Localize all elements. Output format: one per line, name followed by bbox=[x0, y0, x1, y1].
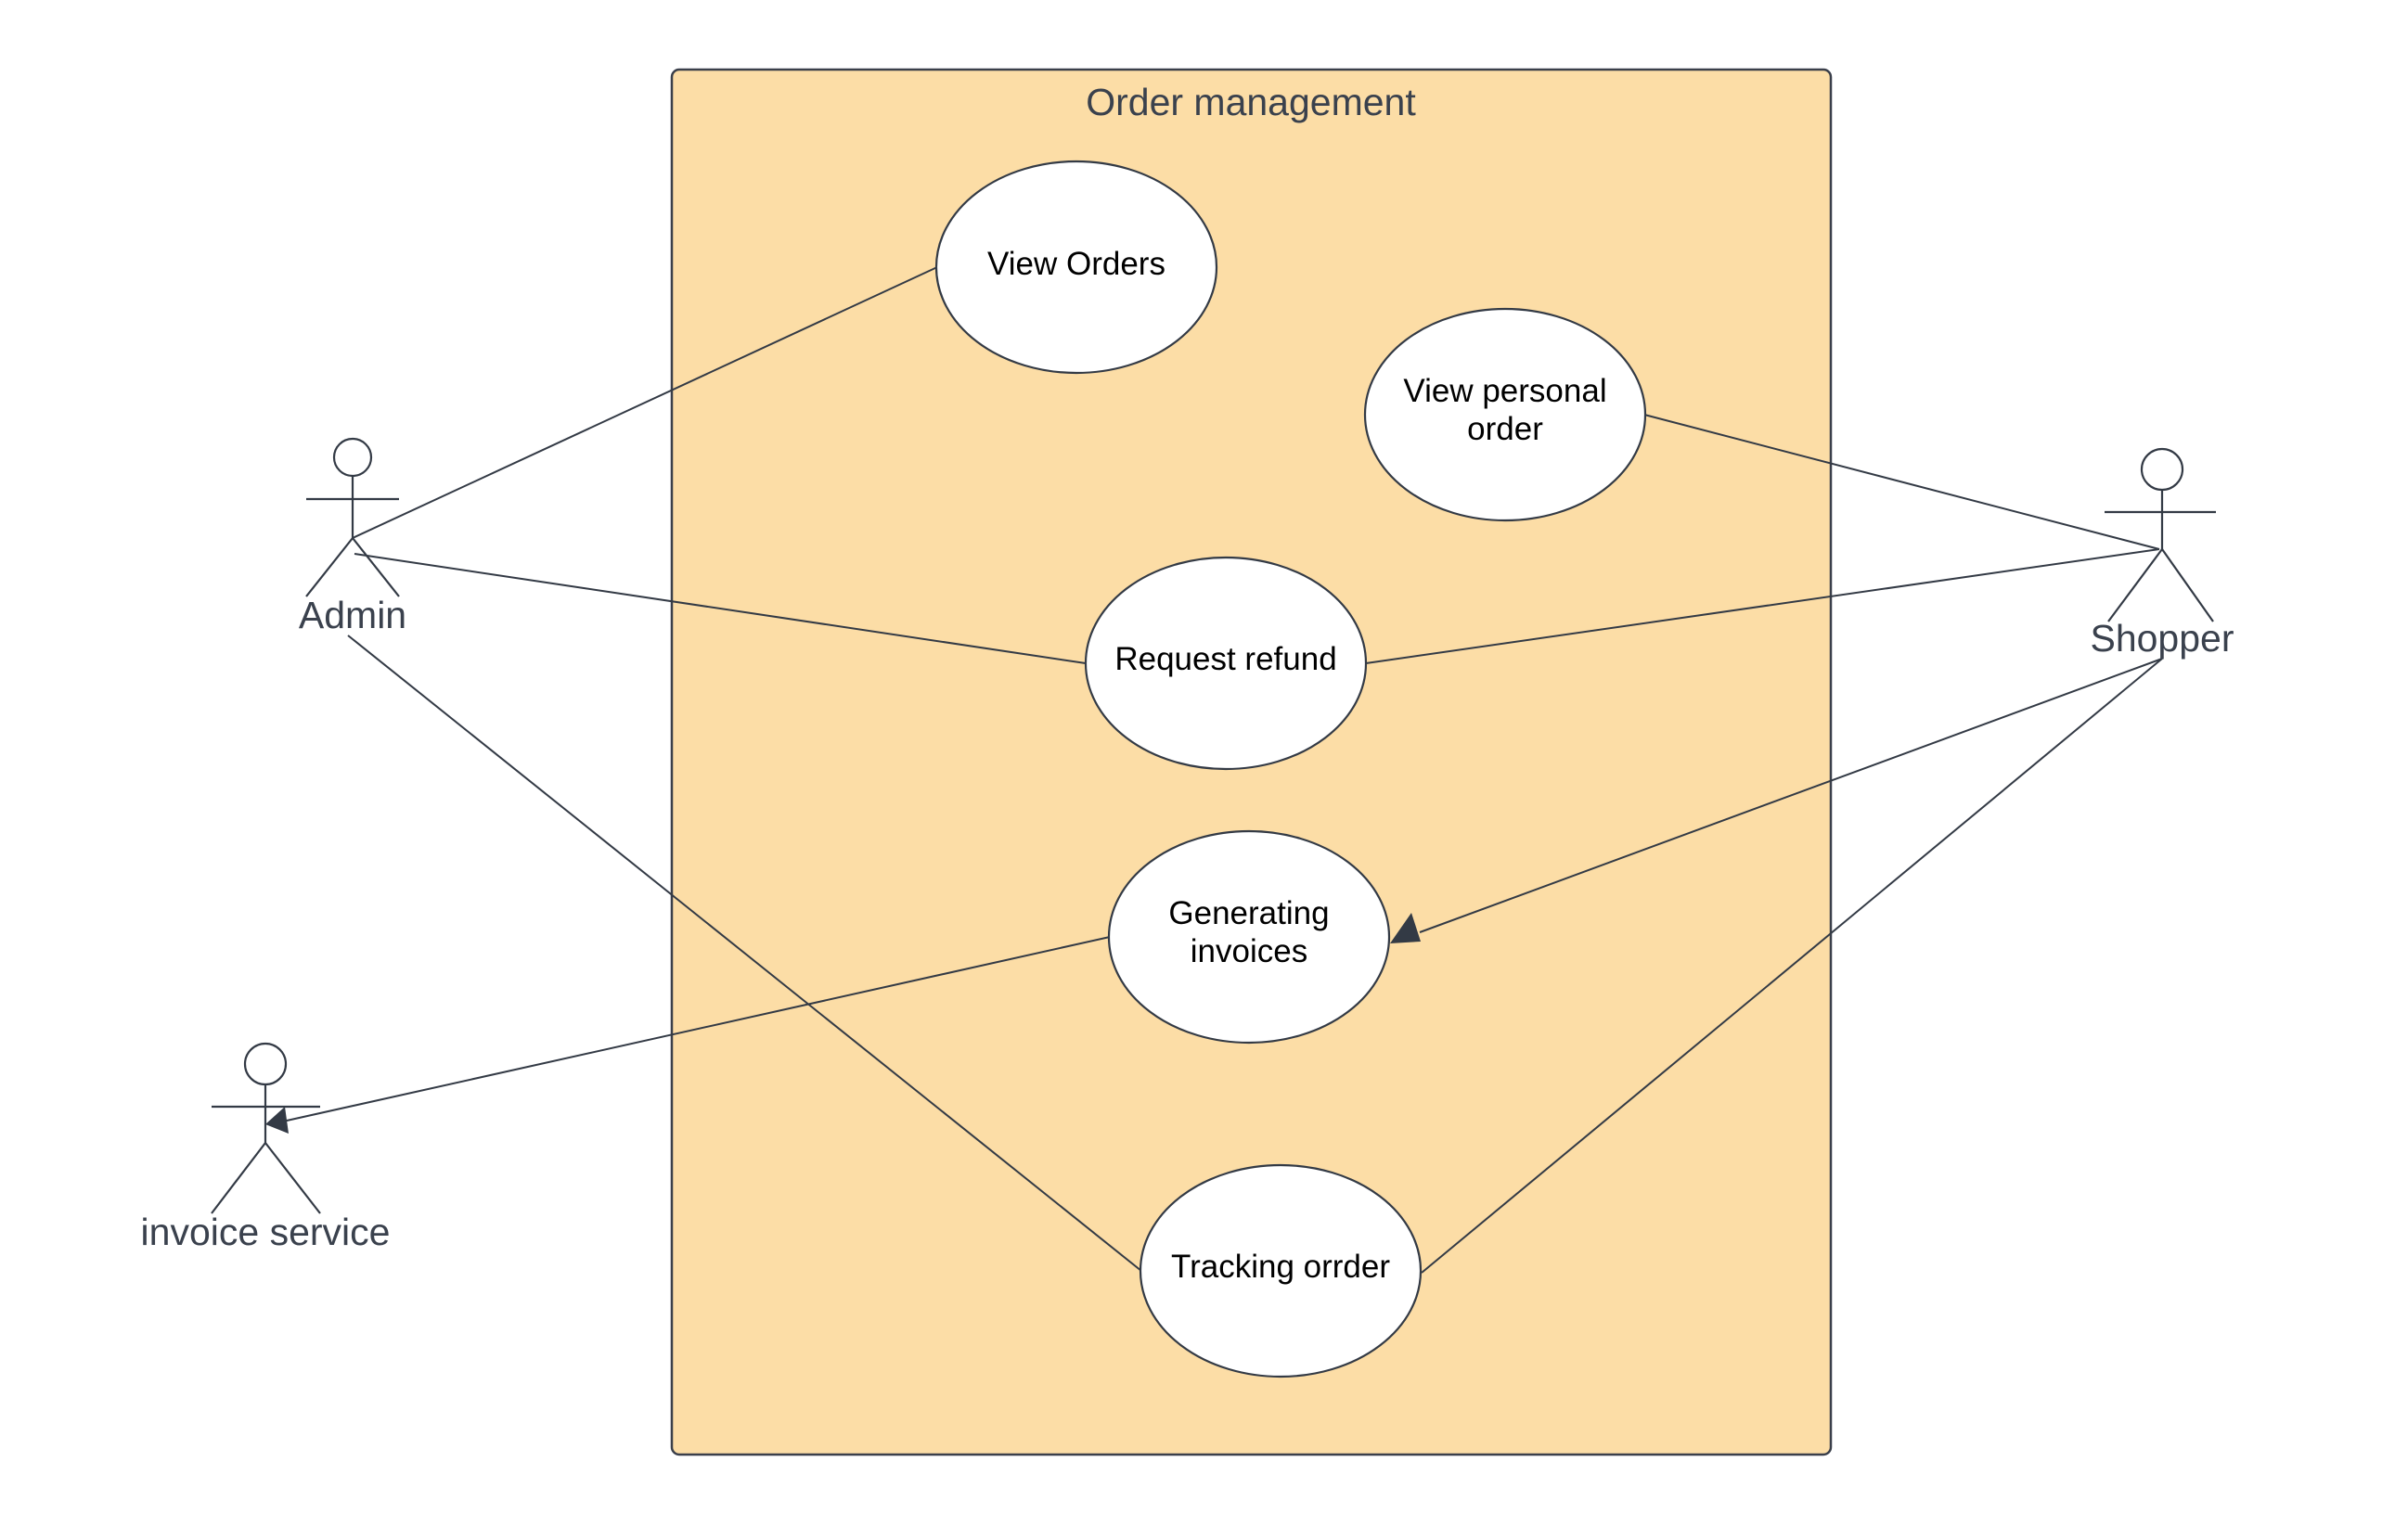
use-case-generating-invoices[interactable]: Generating invoices bbox=[1107, 829, 1391, 1045]
use-case-label: View Orders bbox=[987, 246, 1165, 282]
use-case-ellipse bbox=[1084, 556, 1368, 771]
use-case-ellipse bbox=[1107, 829, 1391, 1045]
use-case-label-line-1: View personal bbox=[1403, 373, 1606, 409]
actor-right-leg bbox=[264, 1142, 321, 1214]
actor-head bbox=[243, 1042, 288, 1086]
actor-label: Shopper bbox=[2090, 617, 2234, 660]
actor-label: invoice service bbox=[141, 1211, 391, 1253]
use-case-ellipse bbox=[934, 160, 1218, 375]
assoc-admin-view-orders[interactable] bbox=[352, 266, 938, 539]
use-case-view-orders[interactable]: View Orders bbox=[934, 160, 1218, 375]
actor-invoice-service[interactable]: invoice service bbox=[141, 1042, 391, 1253]
assoc-shopper-view-personal-order[interactable] bbox=[1643, 414, 2160, 550]
actor-head bbox=[332, 437, 373, 478]
actor-left-leg bbox=[305, 537, 354, 597]
actor-head bbox=[2140, 447, 2184, 492]
system-title: Order management bbox=[1086, 81, 1416, 123]
assoc-shopper-request-refund[interactable] bbox=[1365, 548, 2160, 664]
assoc-shopper-tracking-order[interactable] bbox=[1421, 658, 2163, 1274]
use-case-label-line-2: order bbox=[1467, 411, 1543, 447]
actor-left-leg bbox=[2107, 548, 2163, 622]
actor-shopper[interactable]: Shopper bbox=[2090, 447, 2234, 660]
assoc-shopper-generating-invoices[interactable] bbox=[1419, 658, 2163, 933]
use-case-label-line-2: invoices bbox=[1191, 933, 1307, 969]
assoc-admin-request-refund[interactable] bbox=[354, 553, 1087, 664]
use-case-ellipse bbox=[1363, 307, 1647, 522]
use-case-label-line-1: Generating bbox=[1168, 895, 1329, 931]
arrow-head-generating-invoices bbox=[1390, 913, 1421, 943]
actor-left-leg bbox=[211, 1142, 266, 1214]
use-case-ellipse bbox=[1139, 1163, 1423, 1378]
actor-label: Admin bbox=[299, 594, 406, 636]
use-case-label: Request refund bbox=[1114, 641, 1336, 677]
arrow-head-invoice-service bbox=[265, 1107, 289, 1134]
associations bbox=[265, 266, 2163, 1274]
use-case-view-personal-order[interactable]: View personal order bbox=[1363, 307, 1647, 522]
actor-admin[interactable]: Admin bbox=[299, 437, 406, 636]
actor-right-leg bbox=[352, 537, 400, 597]
assoc-generating-invoices-invoice-service[interactable] bbox=[277, 936, 1111, 1123]
actor-right-leg bbox=[2161, 548, 2214, 622]
use-case-tracking-order[interactable]: Tracking orrder bbox=[1139, 1163, 1423, 1378]
use-case-label: Tracking orrder bbox=[1171, 1249, 1390, 1285]
use-case-request-refund[interactable]: Request refund bbox=[1084, 556, 1368, 771]
assoc-admin-tracking-order[interactable] bbox=[347, 635, 1142, 1272]
